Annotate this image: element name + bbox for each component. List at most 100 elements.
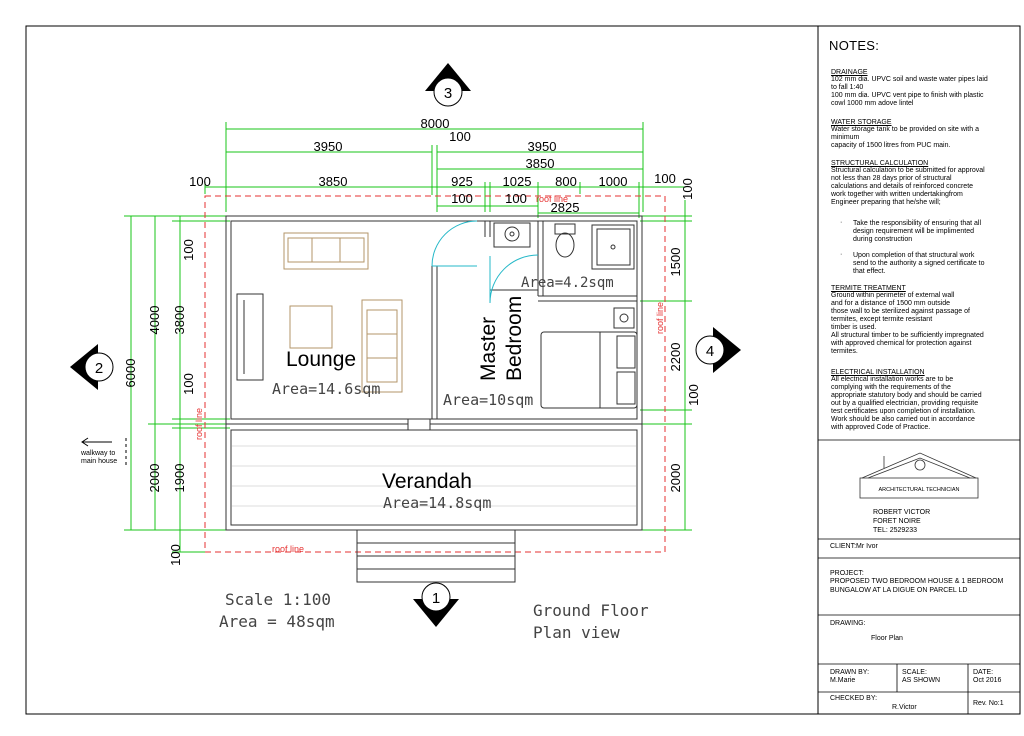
dim-100-sub-b: 100 [505,191,527,206]
marker-right-label: 4 [706,343,714,360]
verandah-label: Verandah [382,470,472,493]
structural-heading: STRUCTURAL CALCULATION [831,160,929,167]
dim-100-rtop: 100 [680,178,695,200]
tv-unit [236,293,264,381]
dimension-text: 8000 100 3950 3950 3850 100 3850 925 102… [189,116,676,215]
dim-800: 800 [555,174,577,189]
drawn-by-value: M.Marie [830,677,856,684]
scale-label: SCALE: [902,669,927,676]
termite-text: Ground within perimeter of external wall… [831,292,984,355]
marker-right [695,327,741,373]
drainage-text: 102 mm dia. UPVC soil and waste water pi… [831,76,988,107]
marker-top [425,63,471,107]
electrical-heading: ELECTRICAL INSTALLATION [831,369,925,376]
bath-area: Area=4.2sqm [521,275,614,291]
lounge-area: Area=14.6sqm [272,380,380,398]
plan-title-1: Ground Floor [533,601,649,620]
notes-title: NOTES: [829,38,880,53]
area-total-text: Area = 48sqm [219,612,335,631]
bedroom-label-1: Master [477,317,500,381]
drawn-by-label: DRAWN BY: [830,669,870,676]
water-heading: WATER STORAGE [831,119,892,126]
dim-100-gap: 100 [449,129,471,144]
drainage-heading: DRAINAGE [831,69,868,76]
bedroom-label-2: Bedroom [503,296,526,381]
walkway-arrow [81,437,127,466]
date-value: Oct 2016 [973,677,1002,684]
scale-value: AS SHOWN [902,677,941,684]
company-logo [859,452,979,499]
roof-line-outline [204,195,666,553]
dim-3950-left: 3950 [314,139,343,154]
bath-fixtures [493,222,635,270]
termite-heading: TERMITE TREATMENT [831,285,906,292]
dimension-lines [124,122,692,553]
steps [356,529,516,583]
project-line-2: BUNGALOW AT LA DIGUE ON PARCEL LD [830,587,968,594]
marker-top-label: 3 [444,85,452,102]
drawing-value: Floor Plan [871,635,903,642]
dim-100-left: 100 [189,174,211,189]
marker-bottom-label: 1 [432,590,440,607]
dim-2200: 2200 [668,343,683,372]
svg-text:roof line: roof line [272,544,304,554]
structural-text: Structural calculation to be submitted f… [831,167,985,206]
dim-1500: 1500 [668,248,683,277]
client: CLIENT:Mr Ivor [830,543,878,550]
dim-1000: 1000 [599,174,628,189]
dim-925: 925 [451,174,473,189]
dim-100-vbot: 100 [168,544,183,566]
designer-tel: TEL: 2529233 [873,527,917,534]
bullet-1-dot: · [840,219,843,226]
dimension-text-vertical: 6000 4000 3800 100 100 2000 1900 100 100… [123,178,701,566]
date-label: DATE: [973,669,994,676]
revision-number: Rev. No:1 [973,700,1004,707]
notes-structural: STRUCTURAL CALCULATION Structural calcul… [831,160,1017,207]
dim-100-rmid: 100 [686,384,701,406]
roof-line-labels: roof line roof line roof line roof line [194,194,665,554]
dim-1900: 1900 [172,464,187,493]
room-labels: Lounge Area=14.6sqm Master Bedroom Area=… [272,275,614,512]
svg-text:roof line: roof line [655,302,665,334]
walkway-line1: walkway to [80,450,115,457]
dim-8000: 8000 [421,116,450,131]
bed [540,307,638,409]
door-swings [431,220,539,304]
sheet-border [25,25,1021,715]
bullet-1-text: Take the responsibility of ensuring that… [853,220,982,243]
dim-100-sub-a: 100 [451,191,473,206]
dim-2825: 2825 [551,200,580,215]
bullet-2-dot: · [840,251,843,258]
svg-text:roof line: roof line [536,194,568,204]
marker-bottom [413,582,459,627]
dim-2000-right: 2000 [668,464,683,493]
water-text: Water storage tank to be provided on sit… [831,126,979,149]
dim-3950-right: 3950 [528,139,557,154]
marker-left-label: 2 [95,360,103,377]
verandah-area: Area=14.8sqm [383,494,491,512]
drawing-label: DRAWING: [830,620,866,627]
notes-drainage: DRAINAGE 102 mm dia. UPVC soil and waste… [831,69,1017,108]
dim-100-vtop: 100 [181,239,196,261]
logo-text: ARCHITECTURAL TECHNICIAN [879,487,960,493]
scale-text: Scale 1:100 [225,590,331,609]
checked-by-label: CHECKED BY: [830,695,878,702]
notes-electrical: ELECTRICAL INSTALLATION All electrical i… [831,369,1017,432]
title-block-grid [818,439,1020,714]
front-window [407,418,431,431]
dim-100-right: 100 [654,171,676,186]
bullet-2-text: Upon completion of that structural work … [853,252,985,275]
furniture [283,232,403,393]
dim-100-vmid: 100 [181,373,196,395]
plan-title-2: Plan view [533,623,620,642]
dim-6000: 6000 [123,359,138,388]
project-label: PROJECT: [830,570,864,577]
electrical-text: All electrical installation works are to… [831,376,982,431]
dim-3850-right: 3850 [526,156,555,171]
notes-water: WATER STORAGE Water storage tank to be p… [831,119,1017,150]
designer-name: ROBERT VICTOR [873,509,931,516]
dim-3850-left: 3850 [319,174,348,189]
bedroom-area: Area=10sqm [443,391,533,409]
lounge-label: Lounge [286,348,356,371]
